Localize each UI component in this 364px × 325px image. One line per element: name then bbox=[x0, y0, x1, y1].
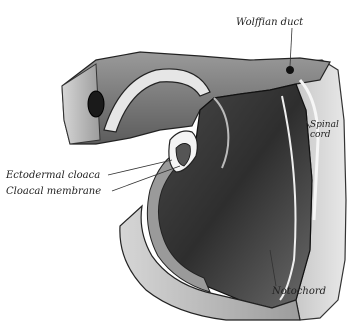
wolffian-duct-label: Wolffian duct bbox=[236, 17, 303, 28]
cloacal-membrane-label: Cloacal membrane bbox=[6, 186, 101, 197]
left-lumen bbox=[88, 91, 104, 117]
ectodermal-cloaca-label: Ectodermal cloaca bbox=[6, 170, 100, 181]
wolffian-duct-lumen bbox=[286, 66, 294, 74]
notochord-label: Notochord bbox=[272, 286, 326, 297]
spinal-cord-label: Spinal cord bbox=[310, 120, 350, 140]
